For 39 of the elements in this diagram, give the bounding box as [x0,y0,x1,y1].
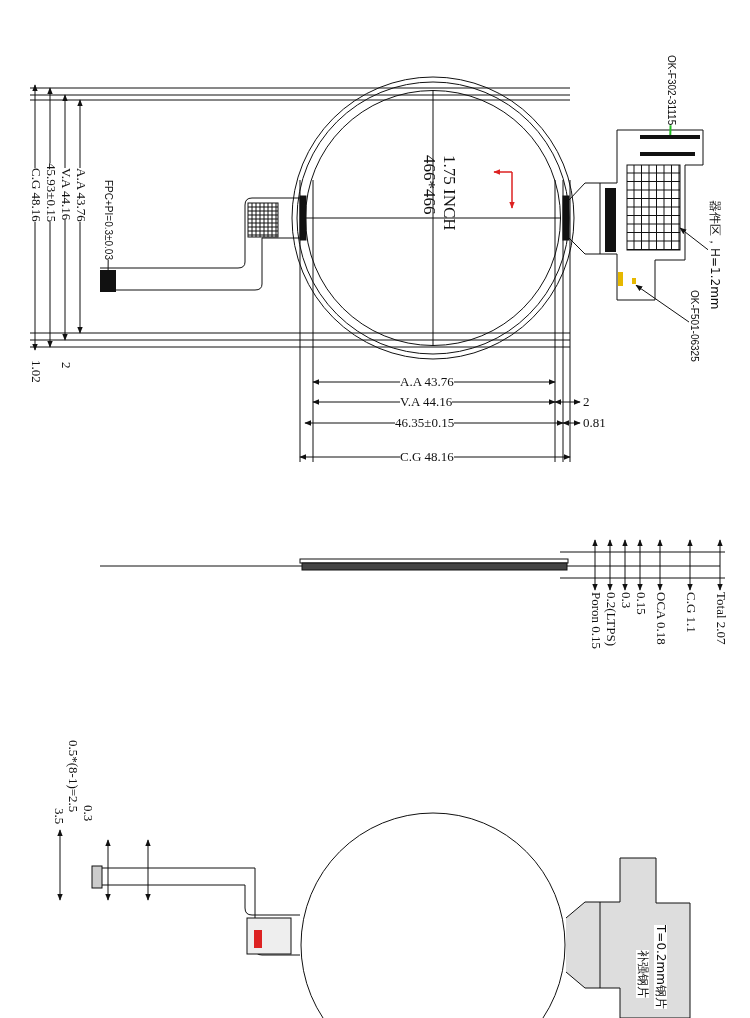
dimension-label: C.G 48.16 [400,450,454,464]
solder-pads [618,272,636,286]
dimension-label: 0.15 [634,592,648,615]
dimension-label: 2 [59,362,73,369]
dimension-label: 45.93±0.15 [44,163,58,223]
dimension-label: 0.2(LTPS) [604,592,618,647]
leader-line [669,124,672,136]
dimension-label: 0.3 [619,592,633,609]
dimension-label: 46.35±0.15 [395,416,455,430]
note-label: 补强钢片 [636,950,649,998]
dimension-label: OCA 0.18 [654,592,668,645]
dimension-label: 0.5*(8-1)=2.5 [66,740,80,813]
note-label: T=0.2mm钢片 [654,925,667,1009]
dimension-label: Poron 0.15 [589,592,603,650]
dimension-label: C.G 48.16 [29,168,43,222]
part-number-label: OK-F302-31115 [666,55,677,126]
part-number-label: OK-F501-06325 [689,290,700,362]
callout-label: 器件区，H=1.2mm [708,200,721,310]
component-grid [626,164,681,251]
dimension-label: V.A 44.16 [59,168,73,221]
dimension-label: C.G 1.1 [684,592,698,633]
resolution-label: 466*466 [420,155,438,215]
dimension-label: 2 [583,395,590,409]
leader-line [679,227,709,251]
dimension-label: Total 2.07 [714,592,728,645]
dimension-label: V.A 44.16 [400,395,453,409]
dimension-label: 1.02 [29,360,43,383]
fpc-tail [100,270,116,292]
leader-line [635,284,690,323]
dimension-label: A.A 43.76 [400,375,454,389]
dimension-label: 3.5 [52,808,66,825]
dimension-label: A.A 43.76 [74,168,88,222]
dimension-label: 0.3 [81,805,95,822]
leader-line [107,259,109,271]
screen-size-label: 1.75 INCH [440,155,458,231]
connector-pins [640,135,700,156]
display-circle [305,90,561,346]
dimension-label: 0.81 [583,416,606,430]
callout-label: FPC+PI=0.3±0.03 [103,180,114,260]
